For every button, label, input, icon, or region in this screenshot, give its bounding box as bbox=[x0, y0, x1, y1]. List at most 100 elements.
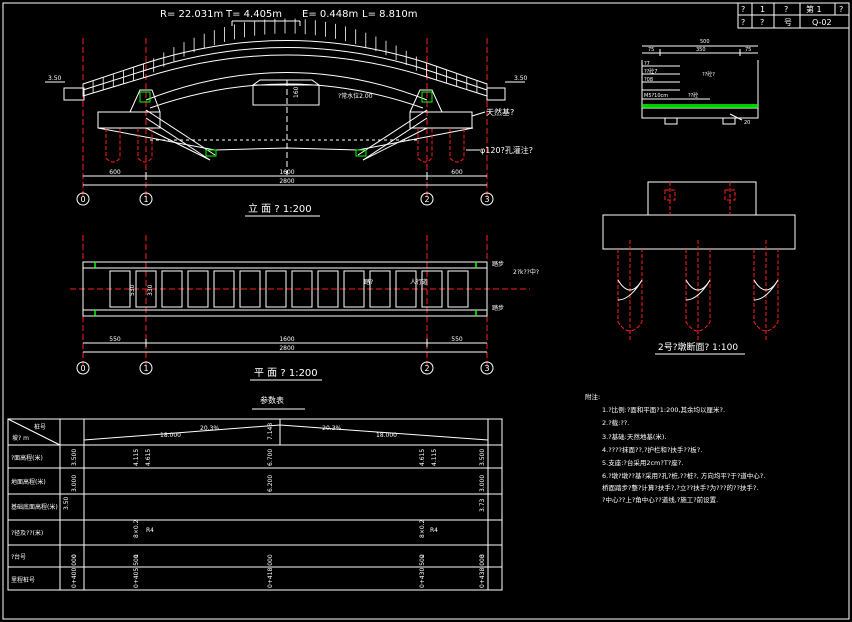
plan-deck-panel bbox=[213, 270, 235, 308]
elev-axis-3: 3 bbox=[484, 195, 489, 204]
tbl-r6-3: 0+430.500 bbox=[419, 554, 426, 588]
note-line-0: 1.?比例:?面和平面?1:200,其余均以厘米?. bbox=[602, 405, 725, 414]
plan-right-bot: 踏步 bbox=[492, 304, 504, 312]
tbl-r6-4: 0+438.000 bbox=[479, 554, 486, 588]
tbl-r1-0: 3.500 bbox=[71, 449, 78, 466]
elev-axis-1: 1 bbox=[143, 195, 148, 204]
tbl-r6-1: 0+405.500 bbox=[133, 554, 140, 588]
tbl-r1-2: 4.615 bbox=[145, 449, 152, 466]
tbl-r2-1: 6.200 bbox=[267, 475, 274, 492]
tbl-r4-0: 8×0.2 bbox=[133, 519, 140, 538]
plan-dim-mid: 1600 bbox=[279, 336, 294, 343]
tbl-row-label-5: 里程桩号 bbox=[11, 576, 35, 584]
parameter-table: 参数表 桩号 坡? m 20.3% -20.3% 18.000 18.000 7… bbox=[7, 395, 503, 591]
tbl-header-left: 桩号 bbox=[34, 423, 46, 431]
sec-right-label: ??砼? bbox=[702, 71, 715, 78]
sec-layer-note: ??砼 bbox=[688, 92, 698, 99]
plan-deck-panel bbox=[343, 270, 365, 308]
tbl-r4-1: R4 bbox=[146, 527, 154, 534]
title-block: ? 1 ? 第 1 ? ? ? 号 Q-02 bbox=[737, 2, 850, 29]
tbl-r5-2: 2 bbox=[419, 554, 426, 558]
tb-r2c3: 号 bbox=[784, 18, 792, 27]
sec-seg-right: 75 bbox=[745, 47, 751, 53]
param-r: R= 22.031m bbox=[160, 9, 223, 20]
tb-r1c4: 第 1 bbox=[806, 4, 822, 14]
elev-callout-pile: φ120?孔灌注? bbox=[480, 145, 533, 155]
plan-view: 530 330 踏? 人行道 踏步 2?k??中? 踏步 550 1600 55… bbox=[70, 235, 539, 381]
tbl-r6-2: 0+418.000 bbox=[267, 554, 274, 588]
notes-block: 附注: 1.?比例:?面和平面?1:200,其余均以厘米?. 2.?载:??. … bbox=[585, 392, 765, 504]
deck-cross-section: 500 75 350 75 ?7 ??砼7 ?08 M5?10cm ??砼 ??… bbox=[641, 39, 759, 126]
plan-deck-panel bbox=[265, 270, 287, 308]
tbl-r3-1: 3.73 bbox=[479, 498, 486, 512]
plan-deck-panels bbox=[109, 270, 469, 308]
plan-deck-panel bbox=[447, 270, 469, 308]
elev-left-level: 3.50 bbox=[48, 75, 62, 82]
plan-deck-panel bbox=[369, 270, 391, 308]
main-arch bbox=[145, 72, 428, 101]
pier-cross-section: 2号?墩断面? 1:100 bbox=[602, 181, 796, 355]
note-line-7: ?中心??上?角中心??道线,?施工?前设置. bbox=[602, 495, 718, 504]
param-l: L= 8.810m bbox=[362, 9, 418, 20]
plan-deck-panel bbox=[161, 270, 183, 308]
plan-axis-3: 3 bbox=[484, 364, 489, 373]
plan-right-top: 踏步 bbox=[492, 260, 504, 268]
tbl-r1-6: 3.500 bbox=[479, 449, 486, 466]
plan-deck-panel bbox=[109, 270, 131, 308]
plan-deck-panel bbox=[239, 270, 261, 308]
plan-label-a: 踏? bbox=[364, 278, 373, 286]
plan-deck-panel bbox=[291, 270, 313, 308]
plan-deck-panel bbox=[135, 270, 157, 308]
tbl-r4-2: 8×0.2 bbox=[419, 519, 426, 538]
elev-callout-foundation: 天然基? bbox=[486, 107, 514, 117]
elev-dim-mid: 1600 bbox=[279, 169, 294, 176]
tbl-r2-0: 3.000 bbox=[71, 475, 78, 492]
param-t: T= 4.405m bbox=[225, 9, 282, 20]
elev-dim-total: 2800 bbox=[279, 178, 294, 185]
elev-water-note: ?常水位2.00 bbox=[338, 92, 373, 100]
tbl-row-label-0: ?面高程(米) bbox=[11, 454, 43, 462]
elev-dim-left: 600 bbox=[109, 169, 121, 176]
plan-mid-width: 330 bbox=[147, 284, 154, 296]
note-line-1: 2.?载:??. bbox=[602, 418, 629, 427]
table-title: 参数表 bbox=[260, 395, 284, 405]
sec-seg-mid: 350 bbox=[696, 47, 706, 53]
tbl-mid-val: 7.148 bbox=[267, 423, 274, 440]
tb-r1c1: ? bbox=[741, 5, 745, 14]
note-line-6: 桥面踏步?整?计算?扶手?,?立??扶手?为???的??扶手?. bbox=[602, 483, 758, 492]
note-line-4: 5.支座:?台采用2cm?T?座?. bbox=[602, 458, 683, 467]
note-line-2: 3.?基础:天然地基(米). bbox=[602, 432, 666, 441]
tb-r2c2: ? bbox=[760, 18, 764, 27]
sec-width: 500 bbox=[700, 39, 710, 45]
tbl-len-left: 18.000 bbox=[160, 432, 181, 439]
elevation-view: 3.50 3.50 160 ?常水位2.00 天然基? φ120?孔灌注? 60… bbox=[45, 18, 533, 217]
tbl-r6-0: 0+400.000 bbox=[71, 554, 78, 588]
tbl-header-left2: 坡? m bbox=[12, 434, 29, 442]
plan-caption: 平 面 ? 1:200 bbox=[254, 368, 318, 379]
plan-deck-panel bbox=[421, 270, 443, 308]
tbl-row-label-3: ?径及??(米) bbox=[11, 529, 43, 537]
elevation-caption: 立 面 ? 1:200 bbox=[248, 202, 312, 215]
plan-deck-panel bbox=[317, 270, 339, 308]
tb-r2c4: Q-02 bbox=[812, 18, 832, 27]
tbl-row-label-1: 地面高程(米) bbox=[11, 478, 46, 486]
tbl-r4-3: R4 bbox=[430, 527, 438, 534]
elev-right-level: 3.50 bbox=[514, 75, 528, 82]
railing-balusters bbox=[82, 18, 488, 96]
elev-axis-0: 0 bbox=[80, 195, 85, 204]
plan-deck-panel bbox=[187, 270, 209, 308]
note-line-3: 4.????抹面??,?护栏和?扶手??板?. bbox=[602, 445, 702, 454]
sec-layer2: ??砼7 bbox=[644, 68, 658, 75]
plan-left-width: 530 bbox=[129, 284, 136, 296]
plan-axis-1: 1 bbox=[143, 364, 148, 373]
notes-title: 附注: bbox=[585, 392, 600, 401]
elev-height-note: 160 bbox=[293, 86, 300, 98]
tbl-r5-0: 0 bbox=[71, 554, 78, 558]
plan-right-mid: 2?k??中? bbox=[513, 268, 539, 276]
plan-dim-right: 550 bbox=[451, 336, 463, 343]
plan-dim-left: 550 bbox=[109, 336, 121, 343]
tbl-r1-5: 4.115 bbox=[431, 449, 438, 466]
